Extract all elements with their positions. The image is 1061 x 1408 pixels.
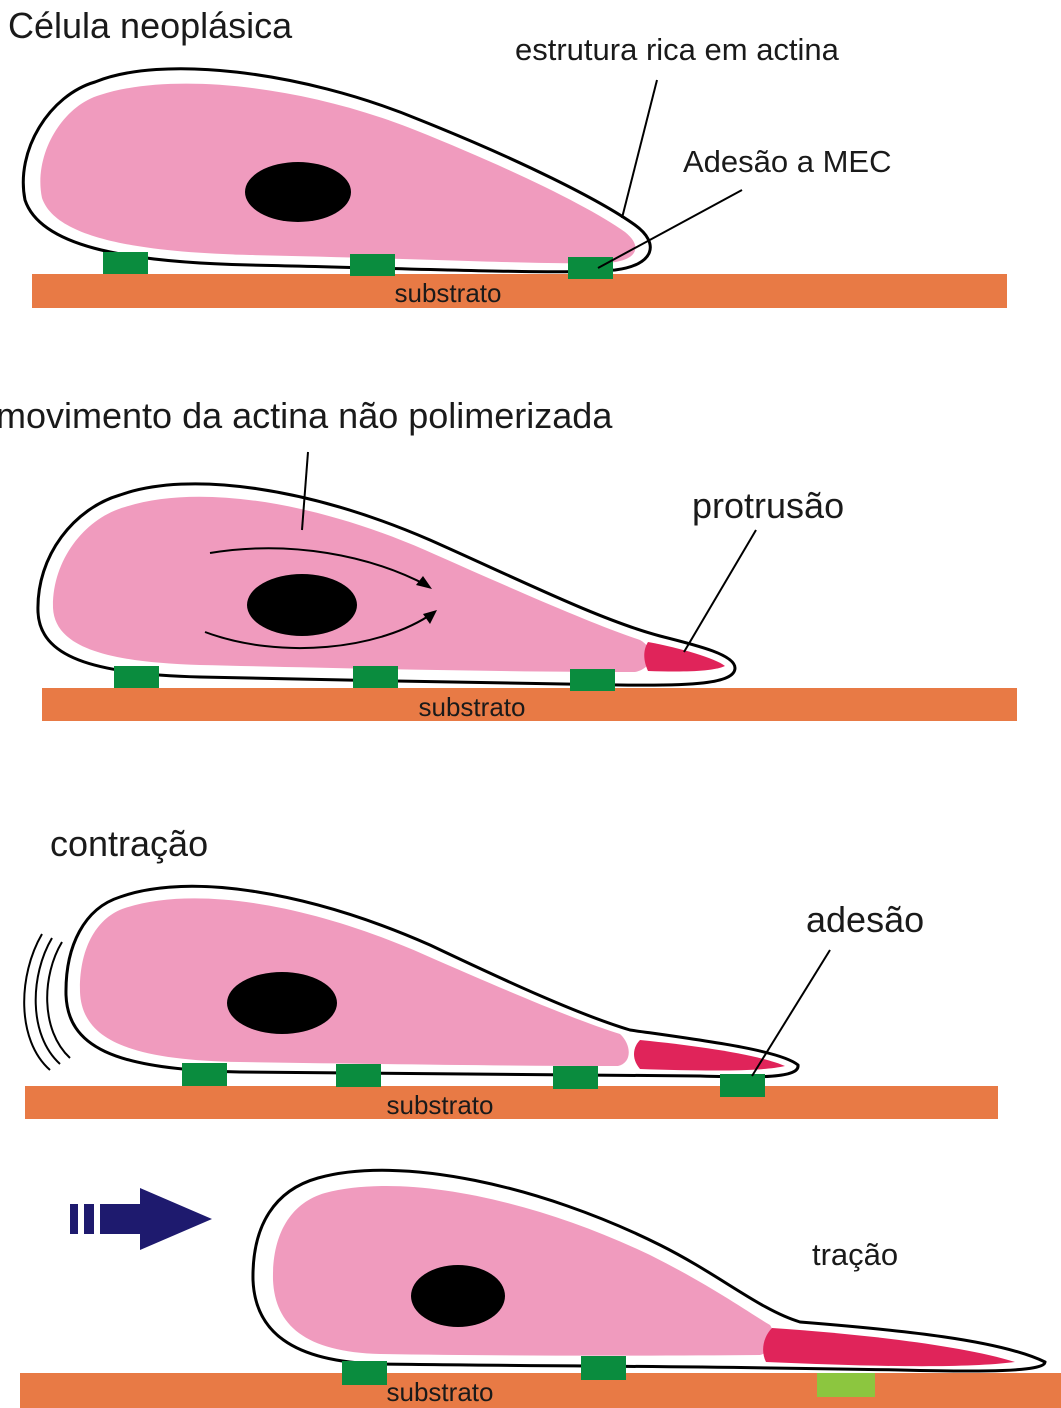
panel-3-title: contração (50, 823, 208, 864)
movement-direction-arrow-icon (70, 1188, 212, 1250)
panel-2-title: movimento da actina não polimerizada (0, 395, 613, 436)
nucleus (245, 162, 351, 222)
protrusion-label: protrusão (692, 485, 844, 526)
adhesion-site (720, 1074, 765, 1097)
adhesion-site (353, 666, 398, 688)
adhesion-label: adesão (806, 899, 924, 940)
released-adhesion-site (817, 1373, 875, 1397)
panel-3: contração adesão substrato (24, 823, 998, 1120)
adhesion-site (114, 666, 159, 688)
pointer-line-protrusion (684, 530, 756, 652)
adhesion-site (570, 669, 615, 691)
substrate-label: substrato (419, 692, 526, 722)
nucleus (247, 574, 357, 636)
contraction-motion-icon (24, 934, 50, 1070)
ecm-adhesion-label: Adesão a MEC (683, 144, 892, 179)
substrate-bar (25, 1086, 998, 1119)
adhesion-site (336, 1064, 381, 1087)
nucleus (411, 1265, 505, 1327)
actin-structure-label: estrutura rica em actina (515, 32, 840, 67)
substrate-bar (32, 274, 1007, 308)
substrate-bar (20, 1373, 1061, 1408)
traction-label: tração (812, 1237, 898, 1272)
panel-1: Célula neoplásica estrutura rica em acti… (8, 5, 1007, 308)
nucleus (227, 972, 337, 1034)
pointer-line-adhesion (752, 950, 830, 1076)
pointer-line-actin (622, 80, 657, 218)
substrate-label: substrato (395, 278, 502, 308)
cytoplasm (53, 497, 651, 672)
adhesion-site (553, 1066, 598, 1089)
adhesion-site (342, 1361, 387, 1385)
adhesion-site (182, 1063, 227, 1086)
adhesion-site (581, 1356, 626, 1380)
adhesion-site (350, 254, 395, 276)
substrate-label: substrato (387, 1090, 494, 1120)
adhesion-site (103, 252, 148, 274)
substrate-label: substrato (387, 1377, 494, 1407)
panel-4: tração substrato (20, 1170, 1061, 1408)
substrate-bar (42, 688, 1017, 721)
panel-2: movimento da actina não polimerizada pro… (0, 395, 1017, 722)
adhesion-site (568, 257, 613, 279)
panel-1-title: Célula neoplásica (8, 5, 293, 46)
